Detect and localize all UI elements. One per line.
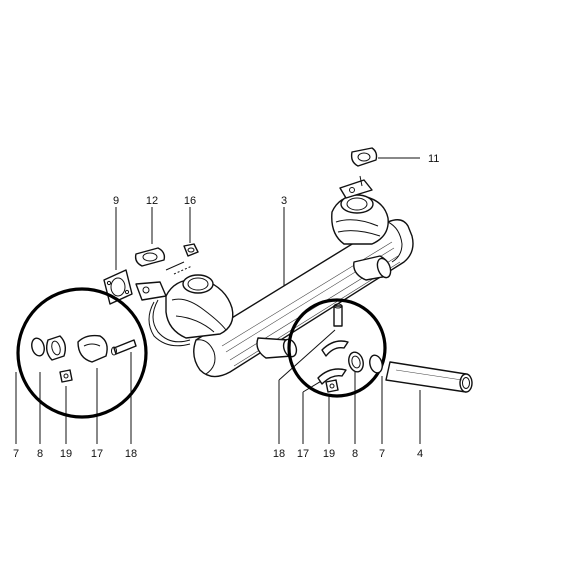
callout-right-17: 17 (297, 448, 309, 460)
callout-right-8: 8 (352, 448, 358, 460)
right-heat-exchanger (331, 175, 389, 245)
callout-12: 12 (146, 195, 158, 207)
callout-left-8: 8 (37, 448, 43, 460)
callout-9: 9 (113, 195, 119, 207)
callout-4: 4 (417, 448, 423, 460)
callout-left-17: 17 (91, 448, 103, 460)
callout-left-7: 7 (13, 448, 19, 460)
gasket-12 (134, 247, 166, 267)
nut-16 (183, 243, 199, 257)
callout-11: 11 (428, 153, 439, 165)
right-clamp-group (287, 298, 387, 398)
tail-pipe-4 (385, 361, 473, 393)
callout-labels: 11 9 12 16 3 7 8 19 17 18 18 17 19 8 7 4 (13, 153, 439, 460)
callout-right-19: 19 (323, 448, 335, 460)
left-heat-exchanger (135, 261, 234, 347)
leader-lines (15, 157, 421, 444)
callout-left-19: 19 (60, 448, 72, 460)
left-clamp-group (16, 287, 148, 419)
callout-right-7: 7 (379, 448, 385, 460)
callout-3: 3 (281, 195, 287, 207)
gasket-11 (350, 147, 378, 167)
callout-16: 16 (184, 195, 196, 207)
callout-left-18: 18 (125, 448, 137, 460)
callout-right-18: 18 (273, 448, 285, 460)
